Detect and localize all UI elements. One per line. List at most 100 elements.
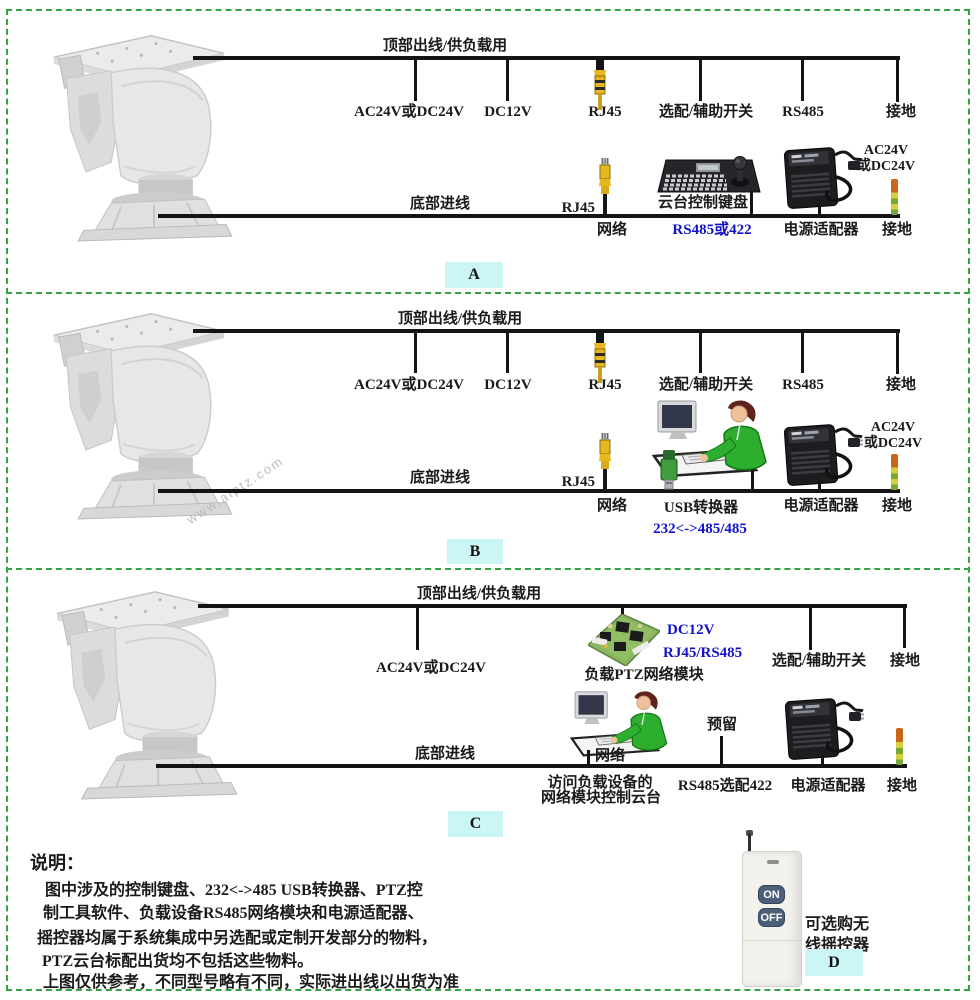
notes-line-1: 图中涉及的控制键盘、232<->485 USB转换器、PTZ控 [45,882,423,899]
remote-on-button: ON [758,885,785,904]
remote-off-button: OFF [758,908,785,927]
usb-converter-icon [658,450,680,490]
branch-rs485-b [801,331,804,373]
label-network-c: 网络 [594,748,626,764]
bottom-wire-a [158,214,900,218]
adapter-wire-a [818,204,821,216]
branch-acdc-c [416,606,419,650]
label-usb-b: USB转换器 [663,500,739,516]
section-tag-b: B [447,539,503,564]
bottom-line-label-b: 底部进线 [409,470,471,486]
label-dc12v-b: DC12V [484,377,532,393]
remote-control-icon: ON OFF [740,830,802,988]
computer-wire-b [751,470,754,490]
label-network-b: 网络 [596,498,628,514]
notes-line-2: 制工具软件、负载设备RS485网络模块和电源适配器、 [43,905,424,922]
branch-aux-c [809,606,812,650]
ground-wire-icon [891,179,898,215]
remote-led-slot [767,860,779,864]
rj45-cable-icon [597,433,613,491]
top-line-label-c: 顶部出线/供负载用 [416,586,542,602]
branch-rs485-a [801,58,804,101]
rj45-cable-icon [597,158,613,216]
label-ground-top-c: 接地 [889,653,921,669]
label-network-a: 网络 [596,222,628,238]
label-adapter-b: 电源适配器 [783,498,859,514]
top-wire-b [193,329,900,333]
section-tag-a: A [445,262,503,288]
control-keyboard-icon [656,150,762,196]
label-adapter-c: 电源适配器 [790,778,866,794]
top-line-label-b: 顶部出线/供负载用 [397,311,523,327]
outer-dashed-border [6,9,970,991]
label-acdc-a: AC24V或DC24V [354,104,464,120]
ground-wire-icon [891,454,898,490]
section-separator-a-b [6,292,970,294]
branch-aux-b [699,331,702,373]
branch-pcb-c [621,606,624,618]
label-acdc-b: AC24V或DC24V [354,377,464,393]
remote-caption-line1: 可选购无 [805,916,870,933]
bottom-line-label-c: 底部进线 [414,746,476,762]
label-rs485-a: RS485 [782,104,824,120]
label-rj45-bottom-b: RJ45 [561,474,595,490]
ground-stub-c [903,604,906,648]
label-dc12v-a: DC12V [484,104,532,120]
top-wire-c [198,604,907,608]
ground-stub-b [896,329,899,374]
notes-title: 说明： [30,853,84,873]
notes-line-5: 上图仅供参考，不同型号略有不同，实际进出线以出货为准 [43,974,460,991]
top-wire-a [193,56,900,60]
label-pcb-c: 负载PTZ网络模块 [584,667,704,683]
label-pcb-iface-c: RJ45/RS485 [663,645,743,661]
bottom-wire-c [156,764,907,768]
section-tag-d: D [805,949,863,976]
label-ground-bottom-a: 接地 [881,222,913,238]
label-dc24v-a: 或DC24V [856,159,916,174]
label-keyboard-a: 云台控制键盘 [657,195,749,211]
rj45-cable-icon [592,331,608,383]
branch-dc12v-b [506,331,509,373]
notes-line-4: PTZ云台标配出货均不包括这些物料。 [42,953,314,970]
label-rj45-top-a: RJ45 [588,104,622,120]
remote-seam [743,940,801,941]
branch-acdc-a [414,58,417,101]
adapter-wire-c [821,755,824,765]
top-line-label-a: 顶部出线/供负载用 [382,38,508,54]
label-aux-a: 选配/辅助开关 [658,104,754,120]
label-aux-b: 选配/辅助开关 [658,377,754,393]
adapter-wire-b [818,481,821,490]
label-visit-line2-c: 网络模块控制云台 [540,790,662,806]
network-module-icon [588,614,660,666]
label-ac24v-b: AC24V [870,420,916,435]
label-acdc-c: AC24V或DC24V [376,660,486,676]
section-separator-b-c [6,568,970,570]
label-ground-top-a: 接地 [885,104,917,120]
label-reserved-c: 预留 [706,717,738,733]
label-rs485-422-c: RS485选配422 [677,778,773,794]
ground-stub-a [896,56,899,102]
label-visit-line1-c: 访问负载设备的 [547,775,653,791]
rj45-cable-icon [592,58,608,110]
branch-acdc-b [414,331,417,373]
label-pcb-power-c: DC12V [667,622,715,638]
power-adapter-icon [778,420,863,490]
label-usb-iface-b: 232<->485/485 [653,521,747,537]
label-rj45-top-b: RJ45 [588,377,622,393]
branch-dc12v-a [506,58,509,101]
label-rs485-b: RS485 [782,377,824,393]
section-tag-c: C [448,811,503,837]
label-keyboard-iface-a: RS485或422 [672,222,752,238]
label-ground-bottom-b: 接地 [881,498,913,514]
notes-line-3: 摇控器均属于系统集成中另选配或定制开发部分的物料， [37,930,438,947]
label-ground-bottom-c: 接地 [886,778,918,794]
reserved-wire-c [720,736,723,765]
ptz-camera-icon [38,28,235,242]
keyboard-wire-a [750,192,753,216]
bottom-line-label-a: 底部进线 [409,196,471,212]
label-adapter-a: 电源适配器 [783,222,859,238]
computer-wire-c [587,750,590,765]
label-dc24v-b: 或DC24V [863,436,923,451]
label-rj45-bottom-a: RJ45 [561,200,595,216]
